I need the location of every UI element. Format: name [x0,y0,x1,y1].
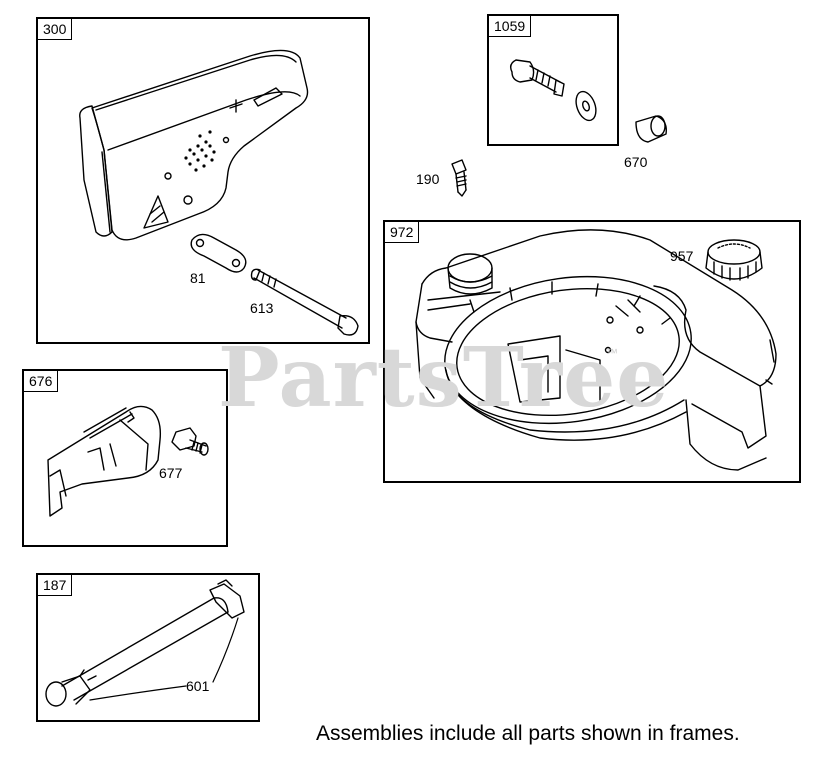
fuel-tank-drawing [415,229,777,471]
watermark-trademark: ™ [606,346,618,360]
bolt-washer-drawing [509,59,597,122]
spacer-drawing [635,115,667,143]
part-label-81: 81 [190,270,206,286]
guard-bolt-drawing [171,427,209,456]
screw-drawing [451,159,467,197]
frame-number: 972 [385,222,420,243]
part-label-670: 670 [624,154,648,170]
part-label-601: 601 [186,678,210,694]
muffler-drawing [79,49,359,336]
fuel-cap-drawing [705,239,763,281]
frame-number: 1059 [489,16,532,37]
part-label-677: 677 [159,465,183,481]
frame-number: 300 [38,19,73,40]
assemblies-caption: Assemblies include all parts shown in fr… [316,722,740,745]
part-label-957: 957 [670,248,694,264]
frame-number: 676 [24,371,59,392]
tube-drawing [45,579,245,707]
frame-187: 187 [36,573,260,722]
part-label-613: 613 [250,300,274,316]
frame-1059: 1059 [487,14,619,146]
frame-676: 676 [22,369,228,547]
frame-number: 187 [38,575,73,596]
leader-lines [89,617,239,701]
guard-drawing [47,405,162,517]
part-label-190: 190 [416,171,440,187]
